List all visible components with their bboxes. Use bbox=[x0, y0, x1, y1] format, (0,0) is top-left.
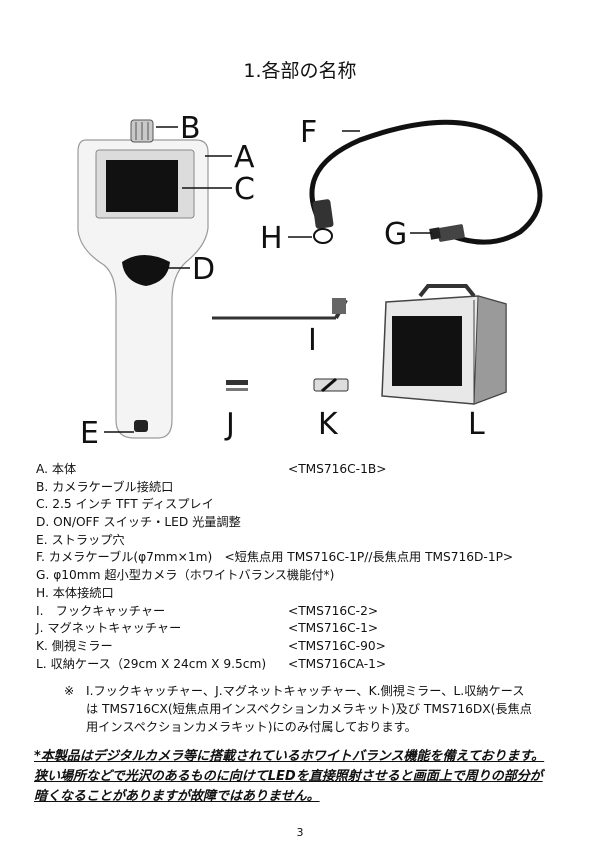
list-item: E. ストラップ穴 bbox=[36, 532, 125, 547]
list-item: I. フックキャッチャー<TMS716C-2> bbox=[36, 603, 379, 618]
list-item: F. カメラケーブル(φ7mm×1m) <短焦点用 TMS716C-1P//長焦… bbox=[36, 550, 514, 565]
parts-illustration: B A C D E F H G I J K L bbox=[77, 111, 543, 451]
warning-line: 狭い場所などで光沢のあるものに向けてLEDを直接照射させると画面上で周りの部分が bbox=[34, 769, 543, 784]
label-c: C bbox=[234, 172, 255, 207]
page-number: 3 bbox=[296, 826, 304, 839]
note-mark: ※ bbox=[64, 684, 75, 698]
list-item: L. 収納ケース（29cm X 24cm X 9.5cm)<TMS716CA-1… bbox=[36, 656, 387, 671]
label-f: F bbox=[300, 115, 317, 150]
label-b: B bbox=[180, 111, 201, 146]
camera-cable bbox=[309, 119, 543, 245]
label-a: A bbox=[234, 140, 255, 175]
list-item: K. 側視ミラー<TMS716C-90> bbox=[36, 638, 386, 653]
list-item: C. 2.5 インチ TFT ディスプレイ bbox=[36, 497, 214, 512]
accessory-note: ※ I.フックキャッチャー、J.マグネットキャッチャー、K.側視ミラー、L.収納… bbox=[64, 682, 568, 736]
magnet-catcher bbox=[226, 380, 248, 391]
carrying-case bbox=[381, 284, 507, 405]
list-item: B. カメラケーブル接続口 bbox=[36, 479, 174, 494]
warning-line: 暗くなることがありますが故障ではありません。 bbox=[34, 789, 320, 804]
device-body bbox=[77, 119, 209, 439]
label-g: G bbox=[384, 217, 407, 252]
label-e: E bbox=[80, 416, 99, 451]
label-l: L bbox=[468, 407, 485, 442]
label-h: H bbox=[260, 221, 283, 256]
list-item: D. ON/OFF スイッチ・LED 光量調整 bbox=[36, 515, 241, 530]
list-item: G. φ10mm 超小型カメラ（ホワイトバランス機能付*) bbox=[36, 568, 335, 583]
warning-line: *本製品はデジタルカメラ等に搭載されているホワイトバランス機能を備えております。 bbox=[34, 749, 545, 764]
side-mirror bbox=[313, 377, 349, 393]
label-i: I bbox=[308, 323, 317, 358]
list-item: H. 本体接続口 bbox=[36, 585, 114, 600]
label-d: D bbox=[192, 252, 215, 287]
leader-lines bbox=[104, 126, 432, 433]
parts-list: A. 本体<TMS716C-1B> B. カメラケーブル接続口 C. 2.5 イ… bbox=[36, 461, 576, 673]
label-j: J bbox=[224, 407, 235, 442]
list-item: A. 本体<TMS716C-1B> bbox=[36, 462, 387, 476]
note-line: 用インスペクションカメラキット)にのみ付属しております。 bbox=[86, 720, 417, 734]
white-balance-warning: *本製品はデジタルカメラ等に搭載されているホワイトバランス機能を備えております。… bbox=[34, 747, 574, 807]
hook-catcher bbox=[212, 298, 348, 320]
note-line: I.フックキャッチャー、J.マグネットキャッチャー、K.側視ミラー、L.収納ケー… bbox=[86, 684, 525, 698]
section-title: 1.各部の名称 bbox=[243, 60, 357, 82]
list-item: J. マグネットキャッチャー<TMS716C-1> bbox=[36, 621, 379, 636]
label-k: K bbox=[318, 407, 339, 442]
note-line: は TMS716CX(短焦点用インスペクションカメラキット)及び TMS716D… bbox=[86, 702, 532, 716]
